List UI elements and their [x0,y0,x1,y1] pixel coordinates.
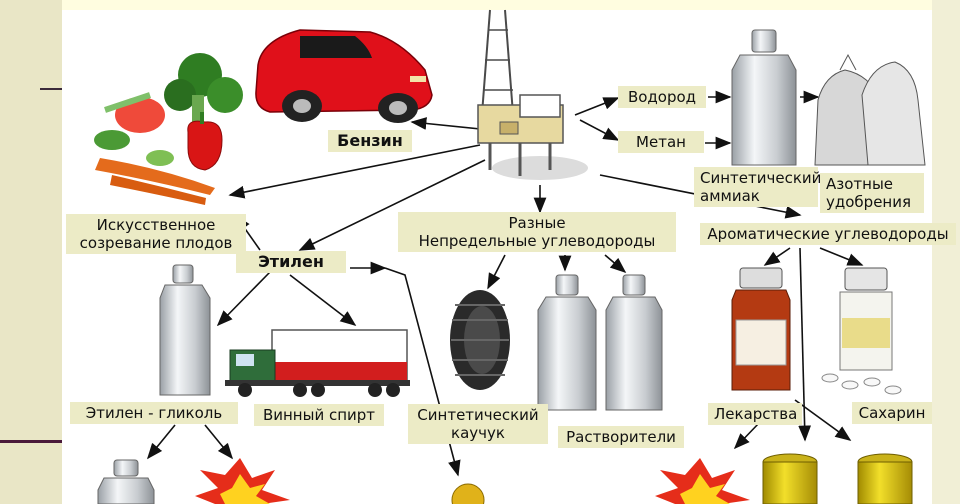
barrel-icon-1 [762,453,818,504]
label-saharin-text: Сахарин [858,404,926,422]
arrow-rig-benzin [410,117,491,131]
arrow-rig-vodorod [574,97,620,116]
slide-title-strip [62,0,932,10]
arrow-raznye-tire [487,254,506,290]
label-glikol: Этилен - гликоль [70,402,238,424]
slide-rule [40,88,78,90]
label-vodorod-text: Водород [627,88,697,106]
label-glikol-text: Этилен - гликоль [85,404,223,422]
label-rastvoriteli-text: Растворители [566,428,676,446]
bottle-icon-rastvoriteli-2 [605,274,663,411]
truck-icon [225,329,410,397]
label-spirt-text: Винный спирт [262,406,376,424]
label-sozrevanie-line1: Искусственное [96,216,216,234]
label-saharin: Сахарин [852,402,932,424]
tire-icon [450,290,510,390]
label-ammiak-line1: Синтетический [700,169,822,187]
pill-jar-icon [821,267,902,395]
bottle-icon-rastvoriteli-1 [537,274,597,411]
label-benzin-text: Бензин [337,131,403,150]
arrow-rig-metan [579,119,620,141]
medicine-jar-icon [731,267,791,391]
label-metan: Метан [618,131,704,153]
label-udobrenia-line2: удобрения [826,193,912,211]
explosion-icon-1 [195,458,290,504]
arrow-raznye-bottle2 [604,254,627,274]
label-benzin: Бензин [328,130,412,152]
right-gutter [932,0,960,504]
barrel-icon-2 [857,453,913,504]
arrow-glikol-explosion [204,424,234,460]
label-sozrevanie-line2: созревание плодов [79,234,233,252]
bottle-icon-bottom [97,459,155,504]
label-aromat-text: Ароматические углеводороды [707,225,949,243]
label-raznye-line1: Разные [508,214,566,232]
label-rastvoriteli: Растворители [558,426,684,448]
label-etilen: Этилен [236,251,346,273]
label-aromat: Ароматические углеводороды [700,223,956,245]
arrow-aromat-barrel [798,247,812,442]
bottle-icon-ammiak [731,29,797,166]
label-lekarstva: Лекарства [708,403,802,425]
label-raznye: Разные Непредельные углеводороды [398,212,676,252]
label-kauchuk-line1: Синтетический [417,406,539,424]
label-ammiak: Синтетический аммиак [694,167,822,207]
oil-rig-icon [477,9,588,180]
gear-icon [451,483,485,504]
slide-left-band [0,0,62,504]
label-ammiak-line2: аммиак [700,187,760,205]
label-vodorod: Водород [618,86,706,108]
bottle-icon-glikol [159,264,211,396]
label-kauchuk: Синтетический каучук [408,404,548,444]
arrow-lek-barrel [794,399,852,441]
label-spirt: Винный спирт [254,404,384,426]
label-udobrenia: Азотные удобрения [820,173,924,213]
explosion-icon-2 [655,458,750,504]
car-icon [255,29,433,123]
label-kauchuk-line2: каучук [451,424,505,442]
arrow-aromat-lekarstva [763,247,791,266]
arrow-lek-explosion [733,421,761,450]
arrow-aromat-saharin [819,247,864,266]
arrow-rig-vegetables [228,144,481,199]
label-etilen-text: Этилен [258,252,324,271]
label-raznye-line2: Непредельные углеводороды [418,232,656,250]
arrow-etilen-bottle [216,271,271,327]
label-udobrenia-line1: Азотные [826,175,894,193]
arrow-glikol-bottle [146,424,176,460]
label-sozrevanie: Искусственное созревание плодов [66,214,246,254]
arrow-etilen-truck [289,274,357,326]
slide-bottom-rule [0,440,64,443]
bag-icon [814,53,926,166]
arrow-rig-etilen [298,159,486,251]
label-lekarstva-text: Лекарства [714,405,798,423]
vegetables-icon [94,53,243,205]
label-metan-text: Метан [636,133,686,151]
